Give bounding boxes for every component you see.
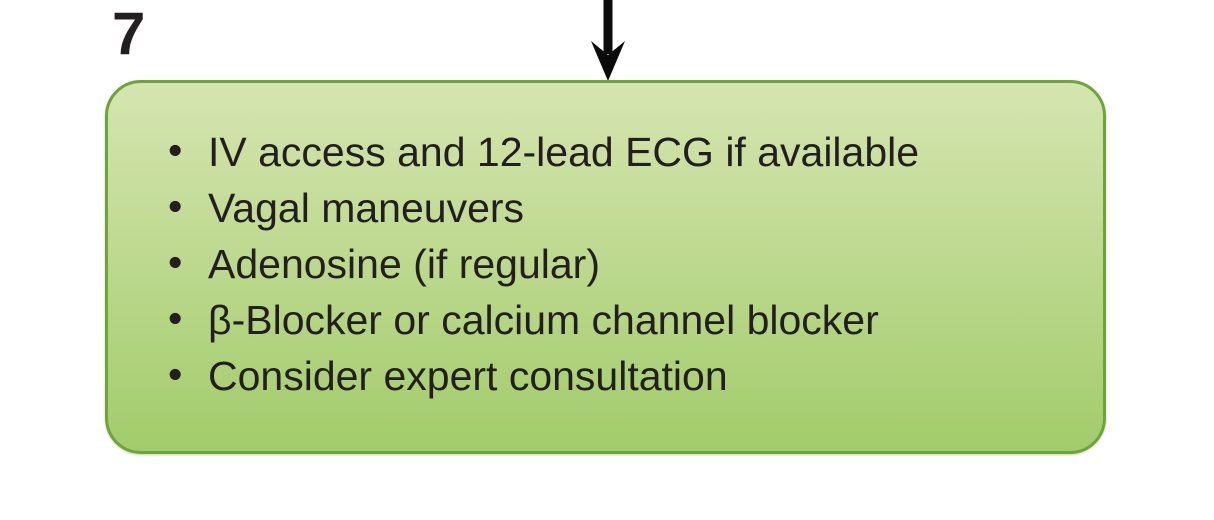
- down-arrow-icon: [591, 0, 625, 81]
- bullet-icon: •: [168, 295, 183, 341]
- list-item-text: IV access and 12-lead ECG if available: [208, 129, 920, 175]
- bullet-icon: •: [168, 351, 183, 397]
- list-item: • β-Blocker or calcium channel blocker: [168, 292, 1083, 348]
- list-item-text: Consider expert consultation: [208, 353, 728, 399]
- action-list: • IV access and 12-lead ECG if available…: [108, 83, 1103, 404]
- list-item-text: β-Blocker or calcium channel blocker: [208, 297, 879, 343]
- list-item: • Consider expert consultation: [168, 348, 1083, 404]
- bullet-icon: •: [168, 127, 183, 173]
- bullet-icon: •: [168, 239, 183, 285]
- list-item-text: Vagal maneuvers: [208, 185, 525, 231]
- bullet-icon: •: [168, 183, 183, 229]
- list-item-text: Adenosine (if regular): [208, 241, 600, 287]
- step-7-action-box: • IV access and 12-lead ECG if available…: [105, 80, 1106, 454]
- list-item: • Adenosine (if regular): [168, 236, 1083, 292]
- list-item: • Vagal maneuvers: [168, 180, 1083, 236]
- step-number-label: 7: [112, 0, 145, 67]
- list-item: • IV access and 12-lead ECG if available: [168, 124, 1083, 180]
